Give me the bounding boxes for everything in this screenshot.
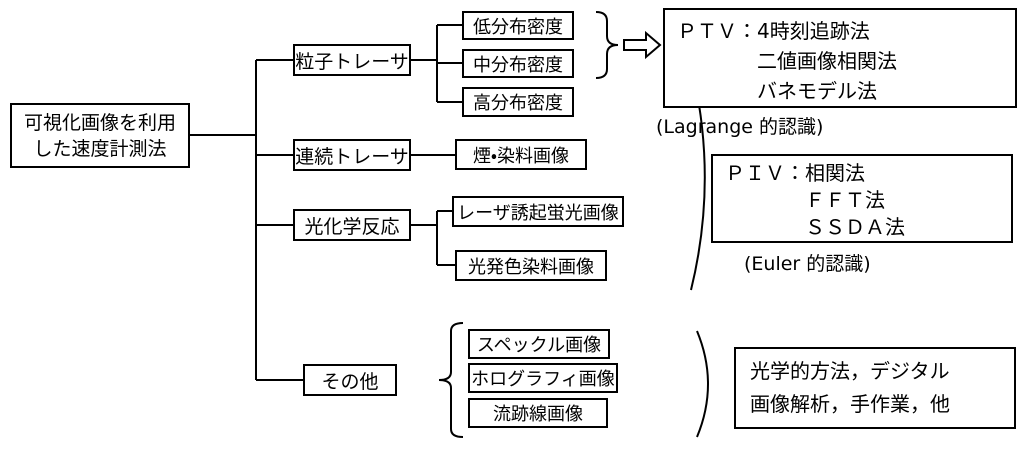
root-label-line1: 可視化画像を利用 xyxy=(23,111,176,134)
ptv-box: ＰＴＶ：4時刻追跡法 二値画像相関法 バネモデル法 xyxy=(663,8,1017,108)
piv-item-2: ＦＦＴ法 xyxy=(805,188,885,212)
arrow-to-ptv-icon xyxy=(623,30,662,60)
ptv-item-3: バネモデル法 xyxy=(757,79,877,103)
piv-caption: (Euler 的認識) xyxy=(744,253,871,275)
root-label-line2: した速度計測法 xyxy=(33,137,167,160)
branch-continuous-tracer-box: 連続トレーサ xyxy=(293,139,411,171)
brace-other-left xyxy=(438,322,464,438)
root-box: 可視化画像を利用 した速度計測法 xyxy=(10,103,190,168)
leaf-high-density-box: 高分布密度 xyxy=(462,87,574,117)
leaf-pathline-box: 流跡線画像 xyxy=(468,398,608,428)
branch-photochemical-box: 光化学反応 xyxy=(293,209,411,241)
ptv-prefix: ＰＴＶ： xyxy=(677,19,757,43)
leaf-smoke-dye-box: 煙・染料画像 xyxy=(455,139,587,170)
piv-box: ＰＩＶ：相関法 ＦＦＴ法 ＳＳＤＡ法 xyxy=(711,154,1013,243)
other-methods-line2: 画像解析，手作業，他 xyxy=(750,392,950,416)
leaf-holography-box: ホログラフィ画像 xyxy=(468,363,618,393)
leaf-low-density-box: 低分布密度 xyxy=(462,11,574,40)
piv-item-3: ＳＳＤＡ法 xyxy=(805,215,905,239)
piv-item-1: 相関法 xyxy=(805,161,865,185)
leaf-photochromic-dye-box: 光発色染料画像 xyxy=(455,250,607,281)
other-methods-line1: 光学的方法，デジタル xyxy=(750,359,950,383)
leaf-laser-fluorescence-box: レーザ誘起蛍光画像 xyxy=(452,196,624,227)
ptv-line-1: ＰＴＶ：4時刻追跡法 xyxy=(677,16,1015,46)
leaf-speckle-box: スペックル画像 xyxy=(468,329,610,359)
branch-particle-tracer-box: 粒子トレーサ xyxy=(293,44,411,76)
photochemical-branch-line xyxy=(411,210,455,266)
piv-prefix: ＰＩＶ： xyxy=(725,161,805,185)
ptv-item-2: 二値画像相関法 xyxy=(757,49,897,73)
particle-branch-line xyxy=(411,24,462,103)
other-methods-box: 光学的方法，デジタル 画像解析，手作業，他 xyxy=(734,347,1016,429)
brace-other-right xyxy=(696,330,709,438)
branch-other-box: その他 xyxy=(303,364,397,396)
brace-piv-group xyxy=(690,77,706,291)
piv-line-1: ＰＩＶ：相関法 xyxy=(725,160,1011,187)
leaf-mid-density-box: 中分布密度 xyxy=(462,49,574,78)
brace-ptv-group xyxy=(595,11,619,79)
ptv-item-1: 4時刻追跡法 xyxy=(757,19,870,43)
ptv-caption: (Lagrange 的認識) xyxy=(656,116,824,138)
